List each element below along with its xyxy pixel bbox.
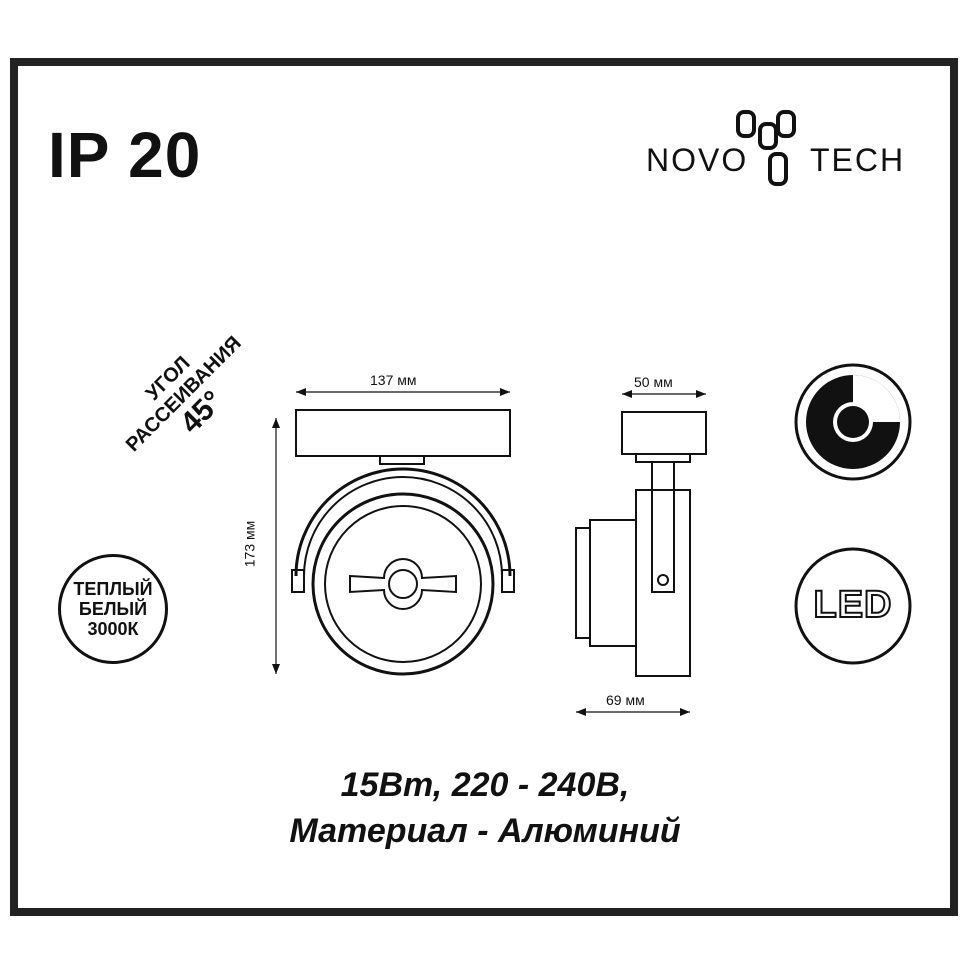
- badge-line3: 3000К: [87, 619, 139, 639]
- logo-text-left: NOVO: [646, 142, 749, 178]
- led-icon: [794, 547, 912, 665]
- ip-rating: IP 20: [48, 119, 202, 191]
- badge-line2: БЕЛЫЙ: [78, 599, 148, 619]
- lamp-head-inner: [324, 505, 482, 663]
- side-head-lens: [575, 527, 591, 639]
- front-yoke: [294, 467, 512, 577]
- side-head-front: [589, 519, 637, 647]
- spec-text: 15Вт, 220 - 240В, Материал - Алюминий: [0, 762, 970, 854]
- front-stem: [379, 455, 425, 465]
- front-base-plate: [295, 409, 511, 457]
- yoke-pivot-left: [291, 569, 305, 593]
- dim-depth-bottom-label: 69 мм: [606, 692, 645, 708]
- badge-line1: ТЕПЛЫЙ: [73, 579, 153, 599]
- side-arm: [651, 461, 675, 593]
- side-arm-screw: [657, 574, 669, 586]
- side-head-body: [635, 489, 691, 677]
- dim-height-label: 173 мм: [241, 520, 258, 568]
- novotech-logo: NOVO TECH: [640, 104, 920, 194]
- lamp-head-outer: [311, 492, 495, 676]
- front-yoke-inner: [303, 476, 503, 577]
- spec-line-power: 15Вт, 220 - 240В,: [340, 766, 630, 804]
- logo-text-right: TECH: [810, 142, 906, 178]
- side-stem-top: [635, 453, 691, 463]
- yoke-pivot-right: [501, 569, 515, 593]
- side-base-plate: [621, 411, 707, 455]
- dimmable-icon: [794, 363, 912, 481]
- lamp-rotation-knob: [349, 558, 457, 610]
- diagram-frame: [10, 58, 958, 916]
- logo-mark-icon: [736, 110, 796, 186]
- warm-white-badge: ТЕПЛЫЙ БЕЛЫЙ 3000К: [58, 554, 168, 664]
- knob-center: [388, 569, 418, 599]
- dim-width-label: 137 мм: [370, 372, 417, 388]
- spec-line-material: Материал - Алюминий: [289, 812, 681, 850]
- dim-depth-top-label: 50 мм: [634, 374, 673, 390]
- led-icon-label: LED: [813, 583, 893, 627]
